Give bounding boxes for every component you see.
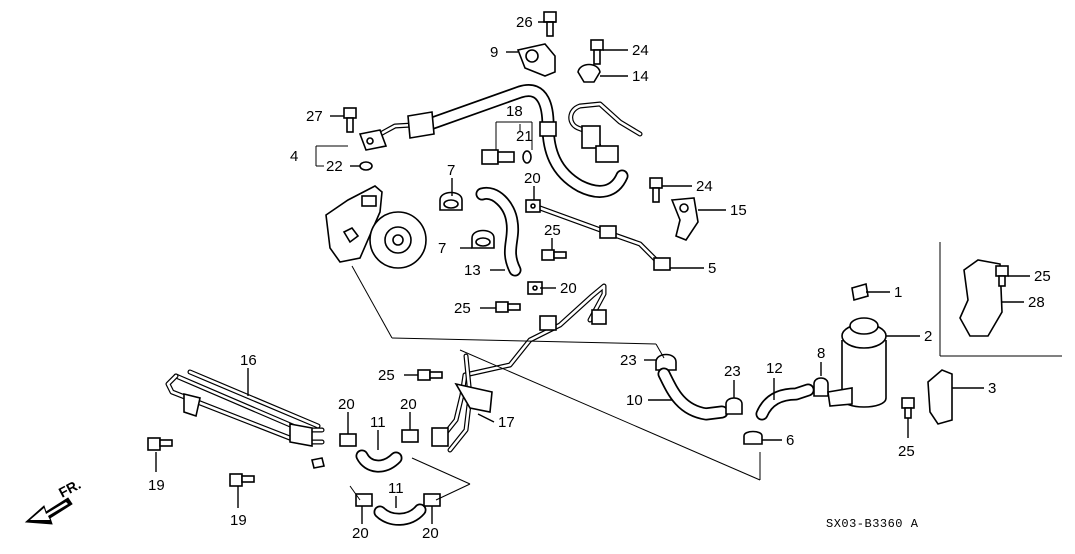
callout-11-lower: 11 (388, 480, 404, 497)
callout-20-middle: 20 (560, 280, 577, 297)
callout-22: 22 (326, 158, 343, 175)
suction-hose-13[interactable] (475, 186, 522, 277)
bolt-24-right[interactable] (649, 177, 663, 203)
hose-clamp-9[interactable] (516, 43, 556, 77)
bolt-25-inset[interactable] (995, 265, 1009, 287)
reservoir-hose-12[interactable] (755, 383, 815, 421)
callout-10: 10 (626, 392, 643, 409)
pressure-hose-assembly[interactable] (358, 84, 643, 198)
inset-frame (939, 242, 1062, 357)
callout-2: 2 (924, 328, 932, 345)
callout-16: 16 (240, 352, 257, 369)
callout-25-left: 25 (454, 300, 471, 317)
bolt-19-upper[interactable] (147, 437, 173, 451)
bolt-25-left[interactable] (495, 301, 521, 313)
front-direction-arrow: FR. (24, 476, 83, 525)
drawing-code: SX03-B3360 A (826, 517, 919, 531)
callout-18: 18 (506, 103, 523, 120)
callout-9: 9 (490, 44, 498, 61)
callout-20-lower-a: 20 (338, 396, 355, 413)
callout-labels: 26 9 24 14 27 18 21 4 22 7 20 24 15 25 7… (148, 14, 1051, 542)
cooler-hose-11-upper[interactable] (355, 449, 403, 473)
callout-20-lower-c: 20 (352, 525, 369, 542)
clip-20-lower-a[interactable] (339, 433, 357, 447)
callout-28: 28 (1028, 294, 1045, 311)
callout-12: 12 (766, 360, 783, 377)
cooler-hose-11-lower[interactable] (373, 503, 427, 526)
callout-8: 8 (817, 345, 825, 362)
clamp-23-left[interactable] (655, 353, 677, 371)
washer-21[interactable] (522, 150, 532, 164)
callout-6: 6 (786, 432, 794, 449)
clamp-14[interactable] (577, 63, 601, 83)
washer-22[interactable] (359, 161, 373, 171)
bolt-19-lower[interactable] (229, 473, 255, 487)
clip-20-lower-c[interactable] (355, 493, 373, 507)
callout-24-right: 24 (696, 178, 713, 195)
return-hose-10[interactable] (657, 367, 729, 421)
clamp-7-lower[interactable] (471, 229, 495, 249)
callout-13: 13 (464, 262, 481, 279)
bolt-24-top[interactable] (590, 39, 604, 65)
bolt-25-lower[interactable] (417, 369, 443, 381)
bracket-28[interactable] (959, 259, 1003, 337)
bolt-26[interactable] (543, 11, 557, 37)
leader-lines (155, 21, 1030, 524)
clamp-7-upper[interactable] (439, 191, 463, 211)
direction-label: FR. (56, 476, 83, 501)
reservoir-2[interactable] (827, 317, 887, 408)
callout-24-top: 24 (632, 42, 649, 59)
clamp-8[interactable] (813, 377, 829, 397)
reservoir-cap-1[interactable] (851, 282, 869, 302)
clamp-6[interactable] (743, 430, 763, 445)
callout-17: 17 (498, 414, 515, 431)
power-steering-pump[interactable] (325, 185, 427, 269)
callout-25-inset: 25 (1034, 268, 1051, 285)
callout-21: 21 (516, 128, 533, 145)
callout-15: 15 (730, 202, 747, 219)
callout-11-upper: 11 (370, 414, 386, 431)
reservoir-bracket-3[interactable] (927, 369, 953, 425)
oil-cooler-16[interactable] (165, 369, 325, 469)
callout-25-center: 25 (544, 222, 561, 239)
callout-1: 1 (894, 284, 902, 301)
steering-pipe-17[interactable] (431, 283, 607, 453)
bolt-25-reservoir[interactable] (901, 397, 915, 419)
callout-25-reservoir: 25 (898, 443, 915, 460)
callout-27: 27 (306, 108, 323, 125)
callout-7-lower: 7 (438, 240, 446, 257)
callout-4: 4 (290, 148, 298, 165)
bolt-25-center[interactable] (541, 249, 567, 261)
return-pipe-5[interactable] (537, 205, 671, 271)
callout-25-lower: 25 (378, 367, 395, 384)
callout-20-upper: 20 (524, 170, 541, 187)
clip-20-lower-b[interactable] (401, 429, 419, 443)
bracket-15[interactable] (670, 197, 699, 241)
callout-5: 5 (708, 260, 716, 277)
union-bolt-18[interactable] (481, 149, 515, 165)
callout-20-lower-d: 20 (422, 525, 439, 542)
callout-14: 14 (632, 68, 649, 85)
clip-20-middle[interactable] (527, 281, 543, 295)
callout-7-upper: 7 (447, 162, 455, 179)
route-lines (315, 121, 761, 501)
clamp-23-right[interactable] (725, 397, 743, 415)
callout-19-lower: 19 (230, 512, 247, 529)
clip-20-lower-d[interactable] (423, 493, 441, 507)
callout-23-left: 23 (620, 352, 637, 369)
callout-26: 26 (516, 14, 533, 31)
clip-20-upper[interactable] (525, 199, 541, 213)
callout-3: 3 (988, 380, 996, 397)
callout-19-upper: 19 (148, 477, 165, 494)
callout-23-right: 23 (724, 363, 741, 380)
callout-20-lower-b: 20 (400, 396, 417, 413)
bolt-27[interactable] (343, 107, 357, 133)
